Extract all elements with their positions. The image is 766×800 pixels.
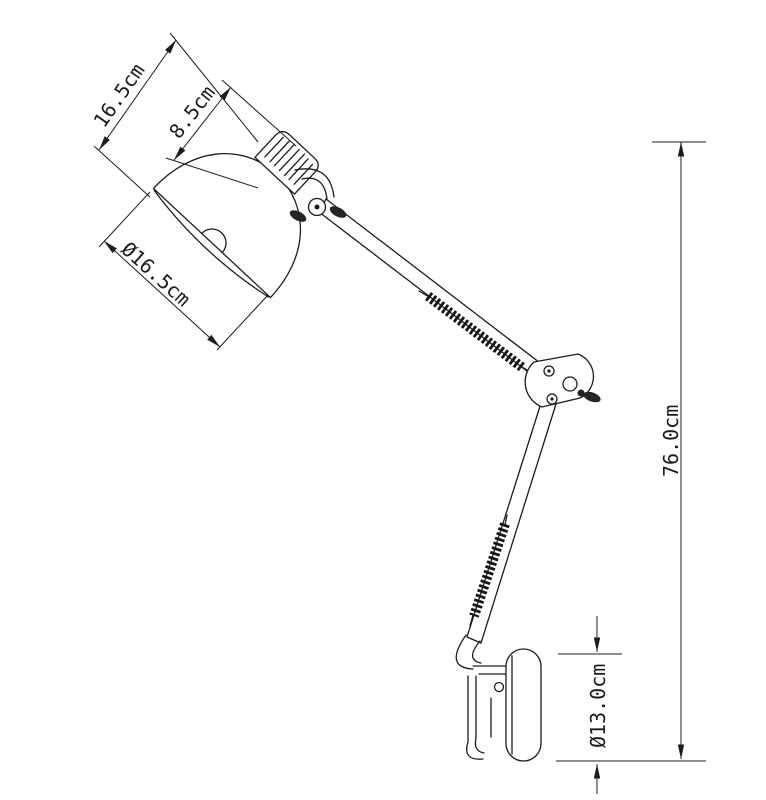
elbow-wing-nut <box>583 391 601 403</box>
upper-arm <box>318 198 549 382</box>
mount-plate <box>505 648 542 762</box>
elbow-joint <box>524 353 601 408</box>
wall-mount-base <box>455 634 542 762</box>
cap-vent-slats <box>264 136 314 185</box>
mount-screw <box>493 681 505 693</box>
lower-arm-spring <box>469 514 510 627</box>
upper-arm-spring <box>418 290 535 375</box>
dim-label-base-height: Ø13.0cm <box>586 664 610 748</box>
shade-hinge <box>289 168 347 222</box>
hinge-wing-nut-left <box>289 210 307 222</box>
dim-label-shade-diameter: Ø16.5cm <box>117 237 196 311</box>
dim-label-overall-height: 76.0cm <box>659 405 683 477</box>
bulb-socket <box>201 228 227 254</box>
dim-overall-height: 76.0cm <box>652 141 706 759</box>
hinge-wing-nut-right <box>329 206 347 218</box>
dim-base-height: Ø13.0cm <box>556 616 706 794</box>
